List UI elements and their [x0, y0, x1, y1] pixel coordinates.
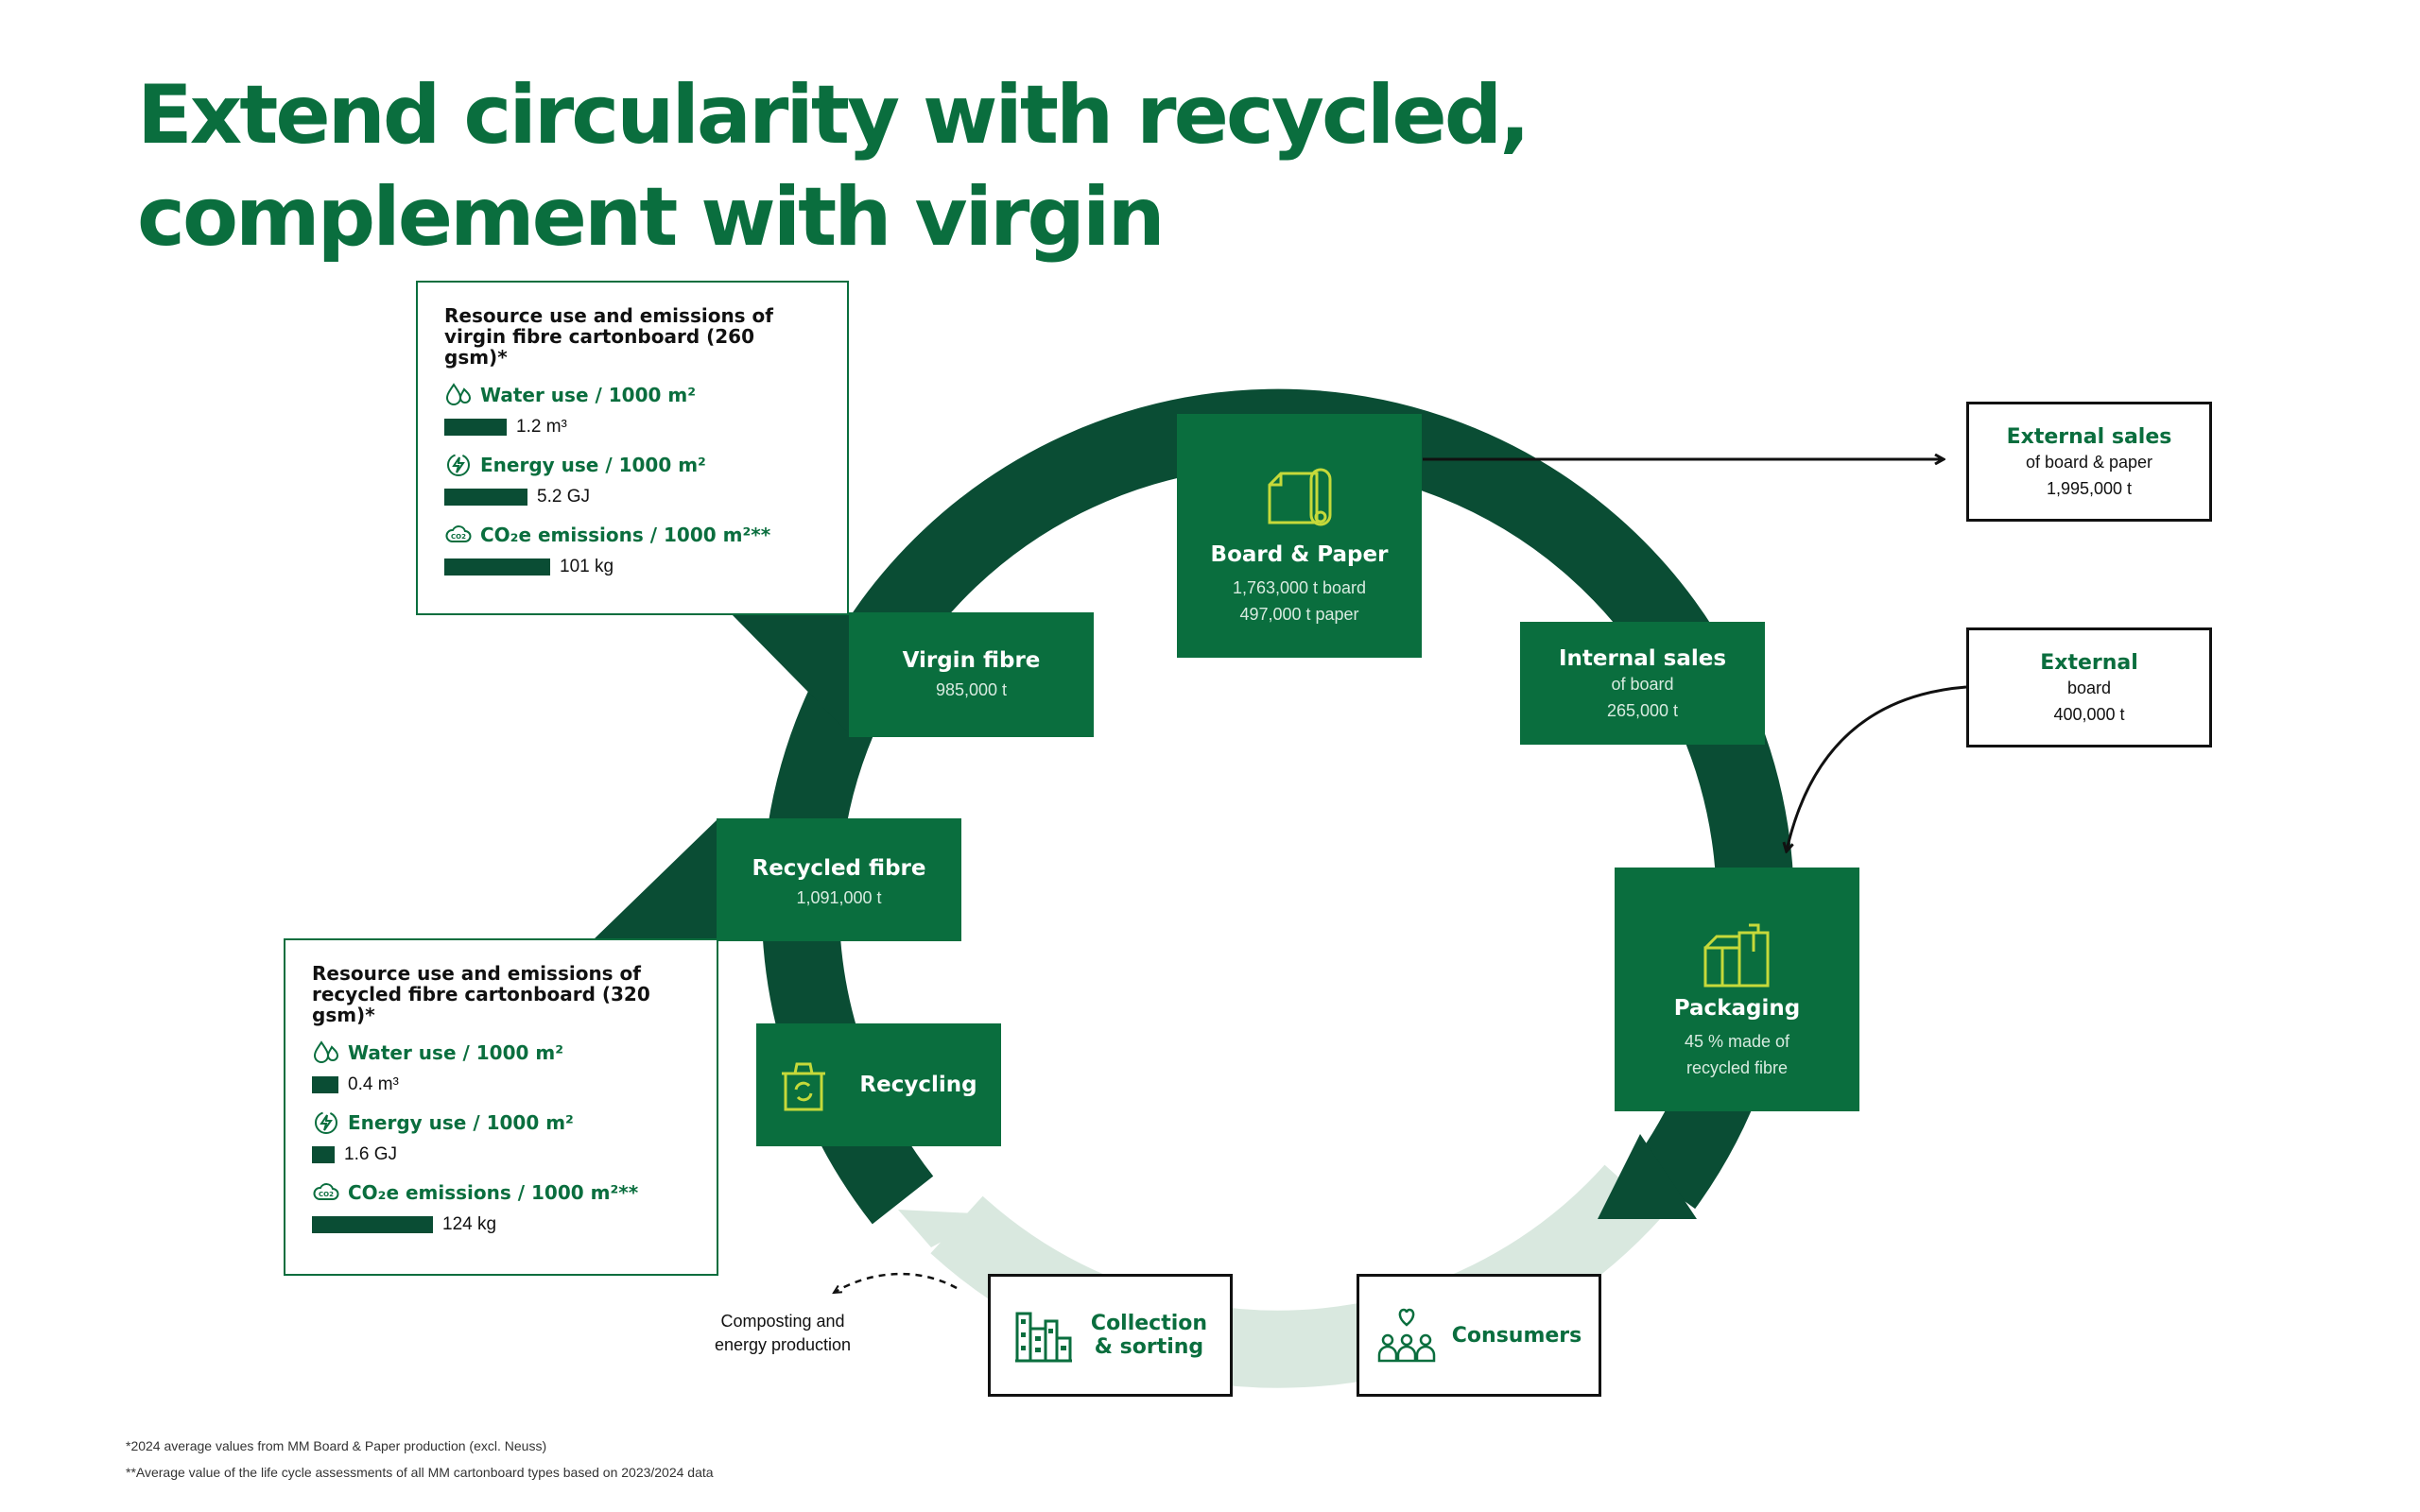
- recycled-fibre-amount: 1,091,000 t: [796, 888, 882, 907]
- composting-arrow: [832, 1272, 958, 1295]
- packaging-desc2: recycled fibre: [1685, 1058, 1789, 1077]
- ring-arrow-right: [1598, 1134, 1697, 1219]
- recycled-panel-heading: Resource use and emissions of recycled f…: [312, 963, 690, 1025]
- recycled-panel-heading-line2: recycled fibre cartonboard (320 gsm)*: [312, 983, 650, 1026]
- virgin-co2-label: CO₂e emissions / 1000 m²**: [480, 524, 771, 546]
- collection-sorting-node: Collection & sorting: [988, 1274, 1233, 1397]
- virgin-energy-label: Energy use / 1000 m²: [480, 454, 706, 476]
- external-board-arrow: [1787, 685, 1967, 850]
- consumers-title: Consumers: [1451, 1323, 1582, 1348]
- co2-cloud-icon: CO2: [445, 525, 472, 542]
- external-sales-node: External sales of board & paper 1,995,00…: [1966, 402, 2212, 522]
- virgin-fibre-title: Virgin fibre: [902, 648, 1041, 673]
- board-paper-paper: 497,000 t paper: [1239, 605, 1359, 624]
- virgin-energy-value: 5.2 GJ: [537, 487, 590, 507]
- co2-cloud-icon: CO2: [313, 1183, 339, 1200]
- packaging-node: Packaging 45 % made of recycled fibre: [1615, 868, 1859, 1111]
- water-drops-icon: [445, 383, 472, 405]
- recycled-water-bar: [312, 1076, 338, 1093]
- recycled-water-label: Water use / 1000 m²: [348, 1041, 563, 1064]
- virgin-co2-metric: CO2 CO₂e emissions / 1000 m²** 101 kg: [444, 521, 821, 577]
- recycled-co2-value: 124 kg: [442, 1214, 497, 1234]
- energy-bolt-icon: [447, 454, 470, 476]
- virgin-water-value: 1.2 m³: [516, 417, 567, 437]
- paper-roll-icon: [1268, 468, 1331, 526]
- virgin-co2-value: 101 kg: [560, 557, 614, 576]
- virgin-energy-bar: [444, 489, 527, 506]
- virgin-fibre-resource-panel: Resource use and emissions of virgin fib…: [416, 281, 849, 615]
- buildings-icon: [1014, 1312, 1072, 1363]
- recycled-co2-label: CO₂e emissions / 1000 m²**: [348, 1181, 639, 1204]
- recycled-fibre-resource-panel: Resource use and emissions of recycled f…: [284, 938, 718, 1276]
- internal-sales-title: Internal sales: [1558, 646, 1727, 671]
- virgin-water-metric: Water use / 1000 m² 1.2 m³: [444, 381, 821, 438]
- virgin-panel-heading-line1: Resource use and emissions of: [444, 304, 773, 327]
- page-title: Extend circularity with recycled, comple…: [137, 64, 1530, 268]
- packaging-desc1: 45 % made of: [1684, 1032, 1790, 1051]
- external-board-node: External board 400,000 t: [1966, 627, 2212, 747]
- virgin-co2-bar: [444, 558, 550, 576]
- collection-title-1: Collection: [1090, 1312, 1208, 1335]
- svg-text:CO2: CO2: [319, 1191, 334, 1198]
- recycled-water-value: 0.4 m³: [348, 1074, 399, 1094]
- virgin-water-label: Water use / 1000 m²: [480, 384, 696, 406]
- recycled-panel-connector: [594, 818, 718, 939]
- composting-line2: energy production: [714, 1335, 852, 1354]
- recycled-co2-bar: [312, 1216, 433, 1233]
- consumers-node: Consumers: [1357, 1274, 1601, 1397]
- recycled-co2-metric: CO2 CO₂e emissions / 1000 m²** 124 kg: [312, 1178, 690, 1235]
- recycled-fibre-title: Recycled fibre: [752, 856, 926, 881]
- packaging-title: Packaging: [1673, 996, 1801, 1021]
- energy-bolt-icon: [315, 1111, 337, 1134]
- recycled-energy-metric: Energy use / 1000 m² 1.6 GJ: [312, 1108, 690, 1165]
- recycled-fibre-node: Recycled fibre 1,091,000 t: [717, 818, 961, 941]
- internal-sales-desc: of board: [1611, 675, 1674, 694]
- virgin-water-bar: [444, 419, 507, 436]
- composting-label: Composting and energy production: [698, 1310, 868, 1357]
- recycled-water-metric: Water use / 1000 m² 0.4 m³: [312, 1039, 690, 1095]
- packaging-boxes-icon: [1703, 923, 1769, 988]
- water-drops-icon: [313, 1040, 339, 1063]
- recycled-energy-label: Energy use / 1000 m²: [348, 1111, 574, 1134]
- virgin-panel-heading-line2: virgin fibre cartonboard (260 gsm)*: [444, 325, 754, 369]
- external-board-amount: 400,000 t: [2053, 705, 2125, 724]
- recycling-node: Recycling: [756, 1023, 1001, 1146]
- virgin-fibre-amount: 985,000 t: [935, 680, 1008, 699]
- internal-sales-amount: 265,000 t: [1606, 701, 1679, 720]
- footnote-2: **Average value of the life cycle assess…: [126, 1465, 714, 1480]
- virgin-panel-heading: Resource use and emissions of virgin fib…: [444, 305, 821, 368]
- recycling-bin-icon: [782, 1062, 826, 1111]
- virgin-fibre-node: Virgin fibre 985,000 t: [849, 612, 1094, 737]
- board-paper-title: Board & Paper: [1210, 542, 1389, 567]
- external-sales-desc: of board & paper: [2025, 453, 2153, 472]
- svg-text:CO2: CO2: [451, 533, 466, 541]
- virgin-panel-connector: [730, 612, 851, 735]
- people-heart-icon: [1377, 1308, 1436, 1363]
- external-board-title: External: [2040, 651, 2138, 675]
- external-sales-title: External sales: [2006, 425, 2172, 449]
- composting-line1: Composting and: [720, 1312, 845, 1331]
- external-sales-amount: 1,995,000 t: [2046, 479, 2133, 498]
- recycled-panel-heading-line1: Resource use and emissions of: [312, 962, 641, 985]
- title-line-1: Extend circularity with recycled,: [137, 68, 1530, 163]
- collection-title-2: & sorting: [1094, 1335, 1204, 1359]
- title-line-2: complement with virgin: [137, 170, 1166, 265]
- board-paper-board: 1,763,000 t board: [1232, 578, 1367, 597]
- ring-arrow-left: [898, 1210, 993, 1247]
- recycled-energy-value: 1.6 GJ: [344, 1144, 397, 1164]
- recycling-title: Recycling: [859, 1073, 977, 1097]
- board-paper-node: Board & Paper 1,763,000 t board 497,000 …: [1177, 414, 1422, 658]
- footnote-1: *2024 average values from MM Board & Pap…: [126, 1438, 547, 1453]
- virgin-energy-metric: Energy use / 1000 m² 5.2 GJ: [444, 451, 821, 507]
- internal-sales-node: Internal sales of board 265,000 t: [1520, 622, 1765, 745]
- external-board-desc: board: [2066, 679, 2112, 697]
- recycled-energy-bar: [312, 1146, 335, 1163]
